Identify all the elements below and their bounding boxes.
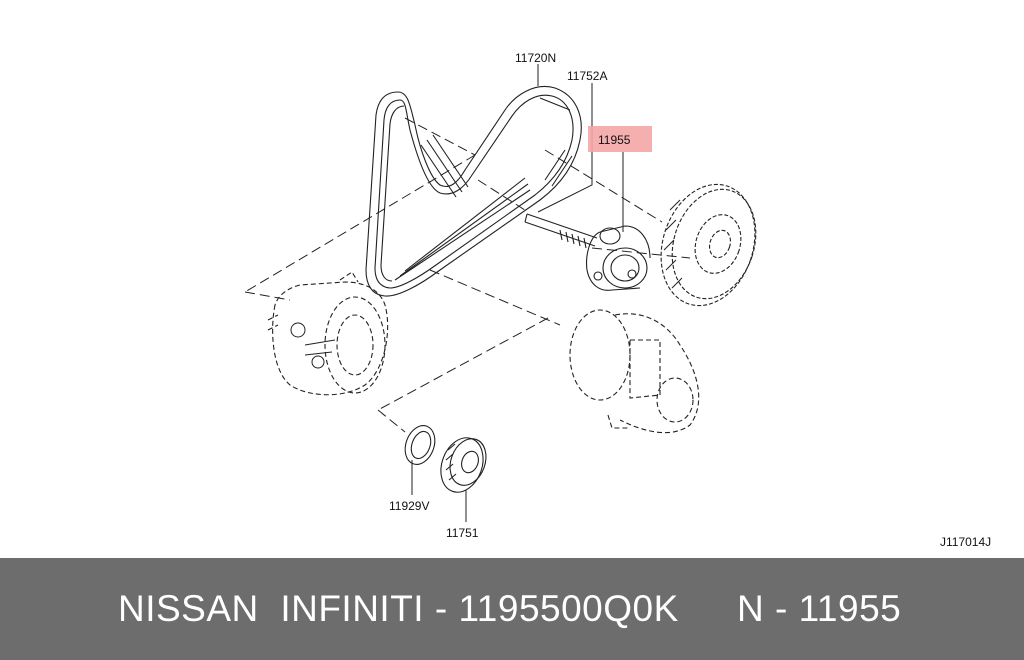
footer-bar: NISSAN INFINITI - 1195500Q0K N - 11955 — [0, 558, 1024, 660]
parts-diagram: 11720N 11752A 11955 11929V 11751 J117014… — [244, 51, 992, 549]
idler-pulley — [440, 437, 487, 493]
alternator-details — [290, 322, 336, 369]
footer-part-number: NISSAN INFINITI - 1195500Q0K — [118, 588, 679, 629]
drive-belt — [365, 86, 582, 297]
label-bolt[interactable]: 11752A — [567, 69, 607, 83]
crankshaft-pulley-ribs — [663, 199, 683, 289]
crankshaft-pulley — [660, 183, 757, 307]
reference-code: J117014J — [940, 535, 991, 549]
water-pump — [569, 309, 700, 434]
belt-tensioner — [586, 225, 651, 291]
leader-lines — [244, 117, 691, 433]
label-belt[interactable]: 11720N — [515, 51, 556, 65]
highlight-box — [588, 126, 652, 152]
tensioner-bolt — [524, 213, 598, 249]
footer-reference: N - 11955 — [737, 588, 902, 629]
oil-seal — [404, 425, 436, 465]
alternator — [267, 271, 389, 396]
label-seal[interactable]: 11929V — [389, 499, 429, 513]
label-pulley[interactable]: 11751 — [446, 526, 479, 540]
label-tensioner[interactable]: 11955 — [598, 133, 631, 147]
label-leaders — [411, 64, 624, 522]
